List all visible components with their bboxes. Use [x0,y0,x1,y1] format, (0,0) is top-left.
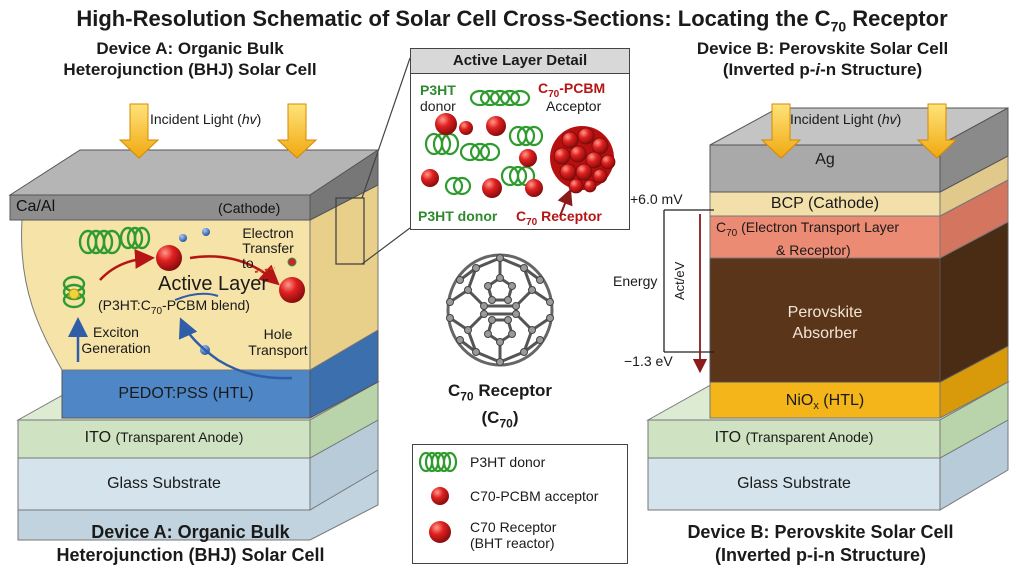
hole-transport-arrow [178,317,293,380]
c70-layer-label: C70 (Electron Transport Layer & Receptor… [716,219,900,258]
detail-pcbm-label: C70-PCBM [538,80,606,100]
c70-receptor-cluster [550,126,616,194]
glass-label-a: Glass Substrate [107,475,221,492]
p3ht-coil-a2 [119,226,151,250]
detail-receptor-label: C70 Receptor [516,208,602,228]
legend-symbols [418,451,458,543]
ag-layer [709,144,941,193]
delta-energy-label: Act/eV [672,261,687,300]
cathode-material-a: Ca/Al [16,198,56,215]
blend-label: (P3HT:C70-PCBM blend) [98,297,250,317]
hole-transport-label: Hole Transport [248,326,308,358]
light-arrow-a1 [118,103,160,159]
light-arrow-b1 [760,103,802,159]
electron-arrow-a2 [189,255,280,286]
ito-layer-b [647,419,941,459]
c70-pcbm-ball-a1 [156,245,182,271]
detail-title: Active Layer Detail [411,49,629,74]
perovskite-label: Perovskite Absorber [787,304,863,342]
c70-caption: C70 Receptor (C70) [447,381,553,431]
glass-substrate-b [647,457,941,511]
ag-label: Ag [815,151,835,168]
perovskite-layer [709,257,941,383]
cathode-layer-a [9,194,311,221]
legend-pcbm-icon [431,487,449,505]
ito-label-b: ITO (Transparent Anode) [714,429,874,446]
nio-layer [709,381,941,419]
energy-label: Energy [613,273,658,289]
hole-dot-a2 [202,228,210,236]
main-title: High-Resolution Schematic of Solar Cell … [76,6,948,35]
zoom-region-box [335,197,365,265]
legend-p3ht: P3HT donor [470,454,546,470]
hole-small-arc [174,292,219,301]
exciton-label: Exciton Generation [81,324,151,356]
energy-top-label: +6.0 mV [630,191,683,207]
exciton-dot [68,288,80,300]
legend-receptor-icon [429,521,451,543]
electron-transfer-dash [254,267,276,273]
incident-light-a: Incident Light (hv) [150,111,262,127]
legend-coil-icon [418,451,458,473]
legend-box [412,444,628,564]
active-layer-label: Active Layer [158,273,269,295]
detail-graphics [421,89,616,217]
active-layer-a [21,219,311,371]
legend-receptor: C70 Receptor (BHT reactor) [470,519,557,551]
nio-label: NiOx (HTL) [785,392,865,413]
glass-substrate-a [17,457,311,511]
ito-label-a: ITO (Transparent Anode) [84,429,244,446]
c70-molecule-icon [446,253,554,367]
light-arrow-a2 [276,103,318,159]
glass-label-b: Glass Substrate [737,475,851,492]
device-b-heading-top: Device B: Perovskite Solar Cell (Inverte… [696,39,949,79]
device-b-heading-bottom: Device B: Perovskite Solar Cell (Inverte… [687,522,954,565]
bcp-label: BCP (Cathode) [770,195,880,212]
pedot-label: PEDOT:PSS (HTL) [118,385,254,402]
legend-pcbm: C70-PCBM acceptor [470,488,599,504]
electron-arrow-a1 [99,248,155,281]
detail-p3ht-bottom: P3HT donor [418,208,498,224]
energy-bottom-label: −1.3 eV [624,353,673,369]
cathode-label-a: (Cathode) [218,200,281,216]
light-arrow-b2 [916,103,958,159]
hole-dot-a1 [179,234,187,242]
detail-p3ht-top: P3HT donor [420,82,456,114]
device-a-heading-bottom: Device A: Organic Bulk Heterojunction (B… [56,522,325,565]
p3ht-coil-a1 [78,229,122,255]
bcp-layer [709,191,941,217]
detail-acceptor-label: Acceptor [546,98,602,114]
receptor-mini-dot [287,257,297,267]
device-a-heading-top: Device A: Organic Bulk Heterojunction (B… [63,39,317,79]
c70-receptor-ball-a [279,277,305,303]
electron-transfer-label: Electron Transfer to [242,225,294,271]
incident-light-b: Incident Light (hv) [790,111,902,127]
